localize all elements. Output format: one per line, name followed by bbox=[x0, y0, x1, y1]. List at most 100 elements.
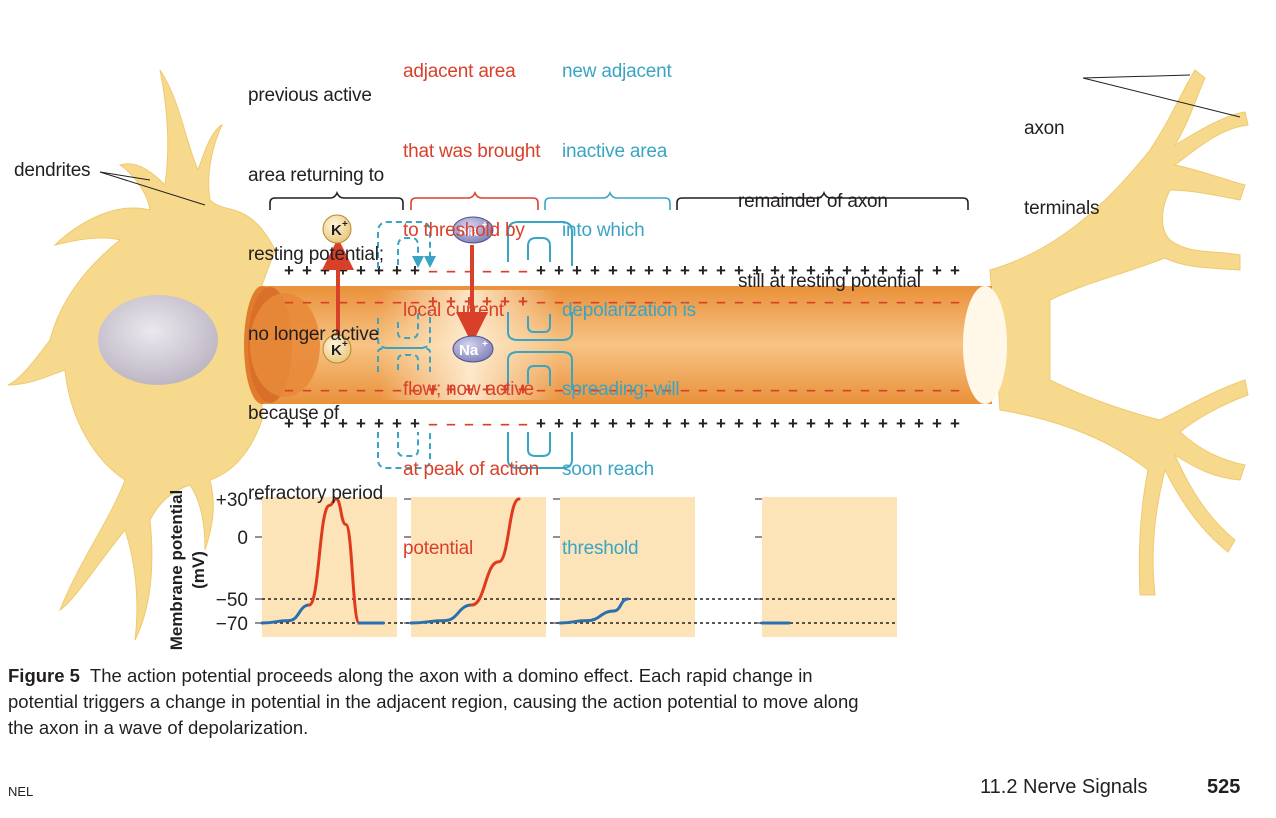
label-line: new adjacent bbox=[562, 61, 672, 82]
charge-negative: – bbox=[338, 380, 347, 399]
caption-text: The action potential proceeds along the … bbox=[8, 665, 859, 738]
label-line: area returning to bbox=[248, 164, 385, 186]
charge-negative: – bbox=[536, 292, 545, 311]
charge-positive: + bbox=[284, 414, 294, 433]
charge-negative: – bbox=[644, 292, 653, 311]
charge-positive: + bbox=[320, 414, 330, 433]
label-line: soon reach bbox=[562, 458, 655, 480]
charge-negative: – bbox=[320, 380, 329, 399]
charge-negative: – bbox=[626, 380, 635, 399]
charge-negative: – bbox=[374, 380, 383, 399]
charge-positive: + bbox=[878, 414, 888, 433]
charge-positive: + bbox=[590, 261, 600, 280]
label-axon-terminals: axon terminals bbox=[1024, 63, 1099, 249]
charge-negative: – bbox=[284, 292, 293, 311]
charge-positive: + bbox=[464, 292, 474, 311]
charge-positive: + bbox=[626, 261, 636, 280]
label-dendrites: dendrites bbox=[14, 160, 91, 181]
graph-panels bbox=[262, 497, 897, 637]
charge-positive: + bbox=[932, 261, 942, 280]
charge-negative: – bbox=[356, 380, 365, 399]
resting-curve bbox=[558, 597, 629, 625]
graph-gridlines bbox=[262, 598, 897, 624]
label-line: adjacent area bbox=[403, 61, 516, 82]
charge-negative: – bbox=[806, 292, 815, 311]
svg-text:+: + bbox=[482, 339, 488, 350]
local-current-loops bbox=[377, 221, 573, 469]
tick-label: +30 bbox=[216, 490, 248, 511]
section-brackets bbox=[269, 190, 969, 210]
charge-positive: + bbox=[410, 414, 420, 433]
svg-text:Na: Na bbox=[459, 223, 479, 240]
label-line: axon bbox=[1024, 118, 1065, 139]
label-line: refractory period bbox=[248, 482, 383, 504]
svg-text:(mV): (mV) bbox=[189, 551, 208, 589]
charge-negative: – bbox=[590, 380, 599, 399]
charge-positive: + bbox=[734, 414, 744, 433]
charge-negative: – bbox=[896, 292, 905, 311]
charge-negative: – bbox=[932, 292, 941, 311]
charge-negative: – bbox=[932, 380, 941, 399]
charge-negative: – bbox=[554, 292, 563, 311]
charge-negative: – bbox=[302, 380, 311, 399]
label-line: flow; now active bbox=[403, 379, 534, 400]
membrane-charges: ++++++++––––––++++++++++++++++++++++++++… bbox=[284, 261, 960, 433]
charge-positive: + bbox=[644, 261, 654, 280]
charge-positive: + bbox=[356, 261, 366, 280]
charge-positive: + bbox=[338, 261, 348, 280]
charge-negative: – bbox=[320, 292, 329, 311]
charge-negative: – bbox=[392, 380, 401, 399]
label-line: spreading; will bbox=[562, 379, 680, 400]
charge-positive: + bbox=[806, 414, 816, 433]
charge-positive: + bbox=[698, 261, 708, 280]
charge-negative: – bbox=[770, 380, 779, 399]
charge-negative: – bbox=[392, 292, 401, 311]
charge-negative: – bbox=[698, 292, 707, 311]
charge-negative: – bbox=[878, 380, 887, 399]
axon-terminal-branches bbox=[989, 69, 1249, 596]
svg-text:+: + bbox=[342, 219, 348, 230]
charge-negative: – bbox=[500, 261, 509, 280]
label-line: inactive area bbox=[562, 140, 668, 162]
charge-negative: – bbox=[860, 380, 869, 399]
potassium-ion-inside: K + bbox=[322, 334, 352, 364]
charge-positive: + bbox=[374, 261, 384, 280]
charge-positive: + bbox=[536, 261, 546, 280]
label-previous-active: previous active area returning to restin… bbox=[248, 30, 384, 534]
charge-positive: + bbox=[788, 261, 798, 280]
charge-positive: + bbox=[608, 414, 618, 433]
page-number: 525 bbox=[1207, 776, 1241, 798]
charge-negative: – bbox=[878, 292, 887, 311]
charge-negative: – bbox=[446, 414, 455, 433]
label-line: at peak of action bbox=[403, 458, 540, 480]
svg-text:K: K bbox=[331, 222, 342, 239]
charge-positive: + bbox=[932, 414, 942, 433]
charge-negative: – bbox=[428, 414, 437, 433]
charge-negative: – bbox=[626, 292, 635, 311]
charge-negative: – bbox=[464, 261, 473, 280]
axon bbox=[244, 286, 1007, 404]
charge-negative: – bbox=[338, 292, 347, 311]
tick-label: −70 bbox=[216, 614, 248, 635]
charge-negative: – bbox=[446, 261, 455, 280]
potassium-ion-outside: K + bbox=[322, 214, 352, 244]
label-line: local current bbox=[403, 299, 504, 321]
charge-positive: + bbox=[680, 261, 690, 280]
label-line: to threshold by bbox=[403, 220, 525, 241]
potential-curves bbox=[260, 497, 791, 625]
charge-positive: + bbox=[752, 414, 762, 433]
svg-text:Na: Na bbox=[459, 342, 479, 359]
publisher-mark: NEL bbox=[8, 784, 34, 799]
label-line: threshold bbox=[562, 538, 639, 559]
sodium-ion-outside: Na + bbox=[452, 216, 494, 244]
tick-label: −50 bbox=[216, 590, 248, 611]
charge-positive: + bbox=[950, 261, 960, 280]
charge-negative: – bbox=[914, 380, 923, 399]
charge-negative: – bbox=[806, 380, 815, 399]
charge-negative: – bbox=[824, 292, 833, 311]
label-line: no longer active bbox=[248, 323, 379, 345]
charge-positive: + bbox=[392, 414, 402, 433]
charge-negative: – bbox=[680, 292, 689, 311]
charge-negative: – bbox=[356, 292, 365, 311]
charge-positive: + bbox=[428, 292, 438, 311]
